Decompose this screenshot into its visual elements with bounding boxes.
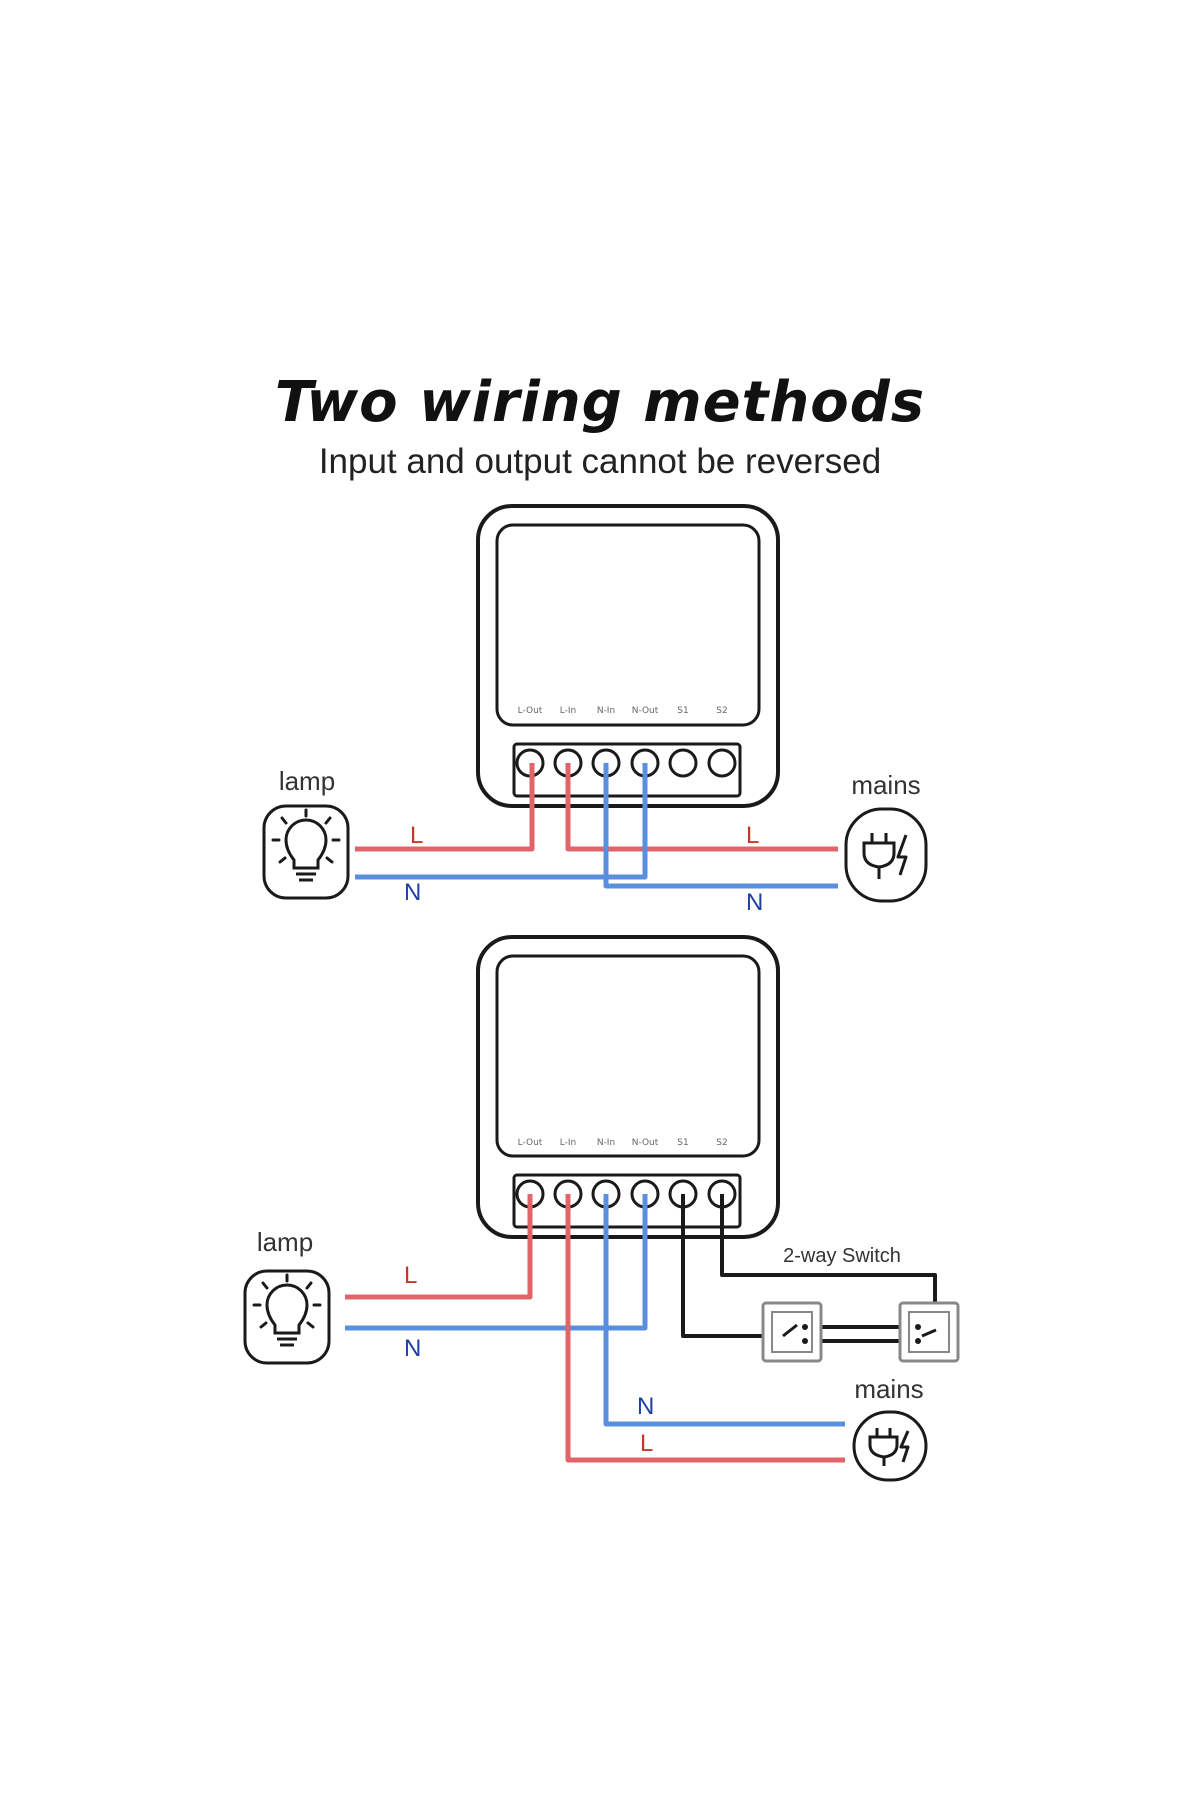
lamp-icon — [262, 804, 350, 900]
mains-label-1: mains — [851, 770, 920, 800]
mains-neutral-label-1: N — [746, 889, 763, 916]
terminal-label-s1: S1 — [677, 1138, 688, 1148]
mains-plug-icon — [844, 807, 928, 903]
wires-1 — [355, 763, 838, 889]
terminal-label-n-out: N-Out — [632, 1138, 659, 1148]
mains-label-2: mains — [854, 1374, 923, 1404]
lamp-live-label-1: L — [410, 822, 423, 849]
terminal-label-l-out: L-Out — [518, 1138, 543, 1148]
terminal-label-l-in: L-In — [560, 1138, 576, 1148]
wire-mains-live-2 — [565, 1194, 845, 1463]
mains-live-label-1: L — [746, 822, 759, 849]
terminal-label-s2: S2 — [716, 1138, 727, 1148]
wire-lamp-neutral-1 — [355, 763, 648, 880]
terminal-label-n-in: N-In — [597, 706, 615, 716]
wire-mains-neutral-1 — [603, 763, 838, 889]
switch-label: 2-way Switch — [783, 1245, 901, 1267]
terminal-label-l-in: L-In — [560, 706, 576, 716]
wire-switch-s1 — [681, 1194, 795, 1338]
lamp-label-1: lamp — [279, 766, 335, 796]
mains-live-label-2: L — [640, 1430, 653, 1457]
mains-neutral-label-2: N — [637, 1393, 654, 1420]
lamp-icon — [243, 1269, 331, 1365]
page-subtitle: Input and output cannot be reversed — [318, 442, 882, 481]
wire-lamp-live-2 — [345, 1194, 533, 1300]
terminal-label-s1: S1 — [677, 706, 688, 716]
wire-mains-neutral-2 — [603, 1194, 845, 1427]
two-way-switch-icon — [761, 1301, 960, 1363]
wires-2 — [345, 1194, 937, 1463]
terminal-label-n-in: N-In — [597, 1138, 615, 1148]
lamp-label-2: lamp — [257, 1227, 313, 1257]
mains-plug-icon — [852, 1410, 928, 1482]
terminal-label-s2: S2 — [716, 706, 727, 716]
terminal-label-l-out: L-Out — [518, 706, 543, 716]
lamp-neutral-label-1: N — [404, 879, 421, 906]
lamp-live-label-2: L — [404, 1262, 417, 1289]
terminal-screws-1 — [515, 748, 737, 778]
diagram-1: L-Out L-In N-In N-Out S1 S2 L N — [262, 504, 928, 916]
wire-lamp-neutral-2 — [345, 1194, 648, 1331]
smart-switch-device-1: L-Out L-In N-In N-Out S1 S2 — [476, 504, 780, 808]
diagram-2: L-Out L-In N-In N-Out S1 S2 — [243, 935, 960, 1482]
terminal-label-n-out: N-Out — [632, 706, 659, 716]
wire-mains-live-1 — [565, 763, 838, 852]
wire-lamp-live-1 — [355, 763, 535, 852]
lamp-neutral-label-2: N — [404, 1335, 421, 1362]
page-title: Two wiring methods — [274, 370, 926, 435]
smart-switch-device-2: L-Out L-In N-In N-Out S1 S2 — [476, 935, 780, 1239]
